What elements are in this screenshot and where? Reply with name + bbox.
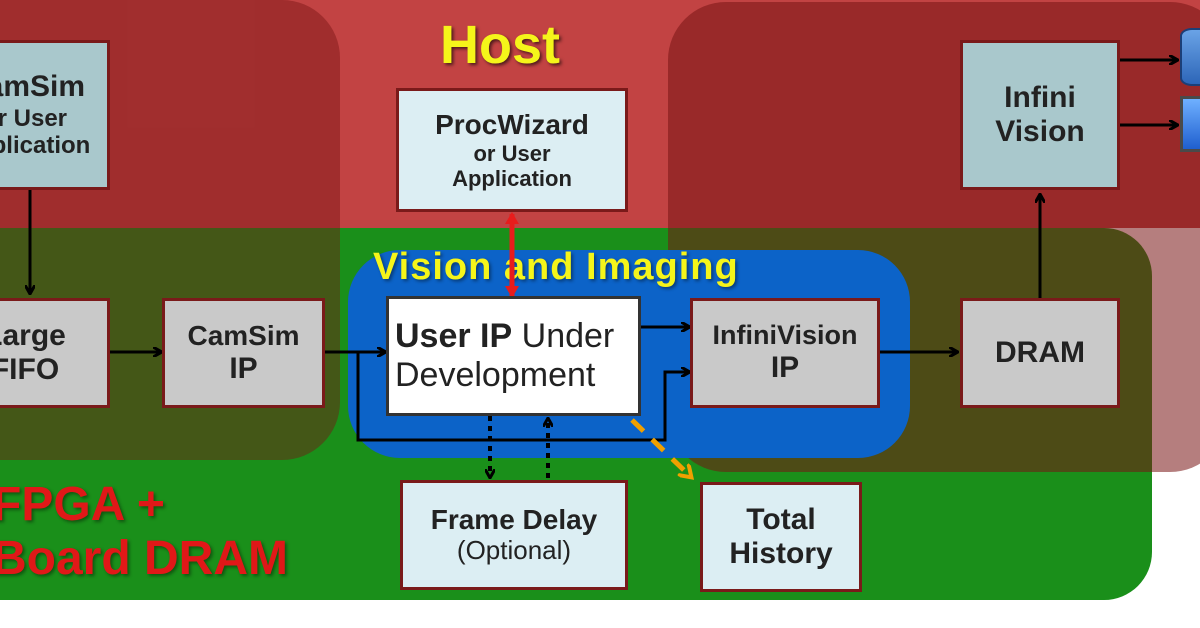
camsim-ip-line2: IP — [229, 351, 258, 385]
total-history-box: Total History — [700, 482, 862, 592]
user-ip-line2: Development — [395, 356, 596, 394]
total-history-line2: History — [729, 537, 833, 570]
infinivision-ip-box: InfiniVision IP — [690, 298, 880, 408]
fpga-title-line2: Board DRAM — [0, 531, 288, 585]
user-ip-box: User IP Under Development — [386, 296, 641, 416]
dram-box: DRAM — [960, 298, 1120, 408]
total-history-line1: Total — [746, 502, 816, 536]
camsim-app-line1: CamSim — [0, 70, 86, 104]
camsim-application-box: CamSim or User Application — [0, 40, 110, 190]
camsim-ip-box: CamSim IP — [162, 298, 325, 408]
frame-delay-line2: (Optional) — [456, 535, 572, 566]
database-icon — [1180, 28, 1200, 86]
procwizard-box: ProcWizard or User Application — [396, 88, 628, 212]
infinivision-host-line2: Vision — [995, 115, 1085, 148]
infinivision-host-line1: Infini — [1004, 80, 1076, 114]
large-fifo-box: Large FIFO — [0, 298, 110, 408]
infinivision-host-box: Infini Vision — [960, 40, 1120, 190]
large-fifo-line1: Large — [0, 318, 66, 352]
procwizard-line1: ProcWizard — [435, 108, 589, 140]
bypass-path — [356, 352, 688, 442]
infinivision-ip-line2: IP — [770, 351, 800, 385]
infinivision-ip-line1: InfiniVision — [712, 320, 858, 351]
host-title: Host — [440, 15, 560, 75]
user-ip-line1: User IP Under — [395, 317, 614, 356]
fpga-title-line1: FPGA + — [0, 478, 165, 531]
vision-title: Vision and Imaging — [373, 246, 739, 288]
procwizard-line2: or User — [473, 140, 551, 166]
frame-delay-box: Frame Delay (Optional) — [400, 480, 628, 590]
user-ip-line1-bold: User IP — [395, 316, 513, 355]
arrow-user-ip-to-total-history — [630, 418, 690, 476]
procwizard-line3: Application — [452, 166, 572, 192]
fpga-title: FPGA + Board DRAM — [0, 478, 288, 586]
camsim-app-line3: Application — [0, 132, 91, 160]
user-ip-line1-rest: Under — [512, 316, 615, 355]
camsim-ip-line1: CamSim — [187, 319, 300, 351]
monitor-icon — [1180, 96, 1200, 152]
frame-delay-line1: Frame Delay — [430, 503, 598, 535]
dram-line1: DRAM — [995, 335, 1085, 369]
large-fifo-line2: FIFO — [0, 353, 60, 386]
camsim-app-line2: or User — [0, 104, 68, 132]
